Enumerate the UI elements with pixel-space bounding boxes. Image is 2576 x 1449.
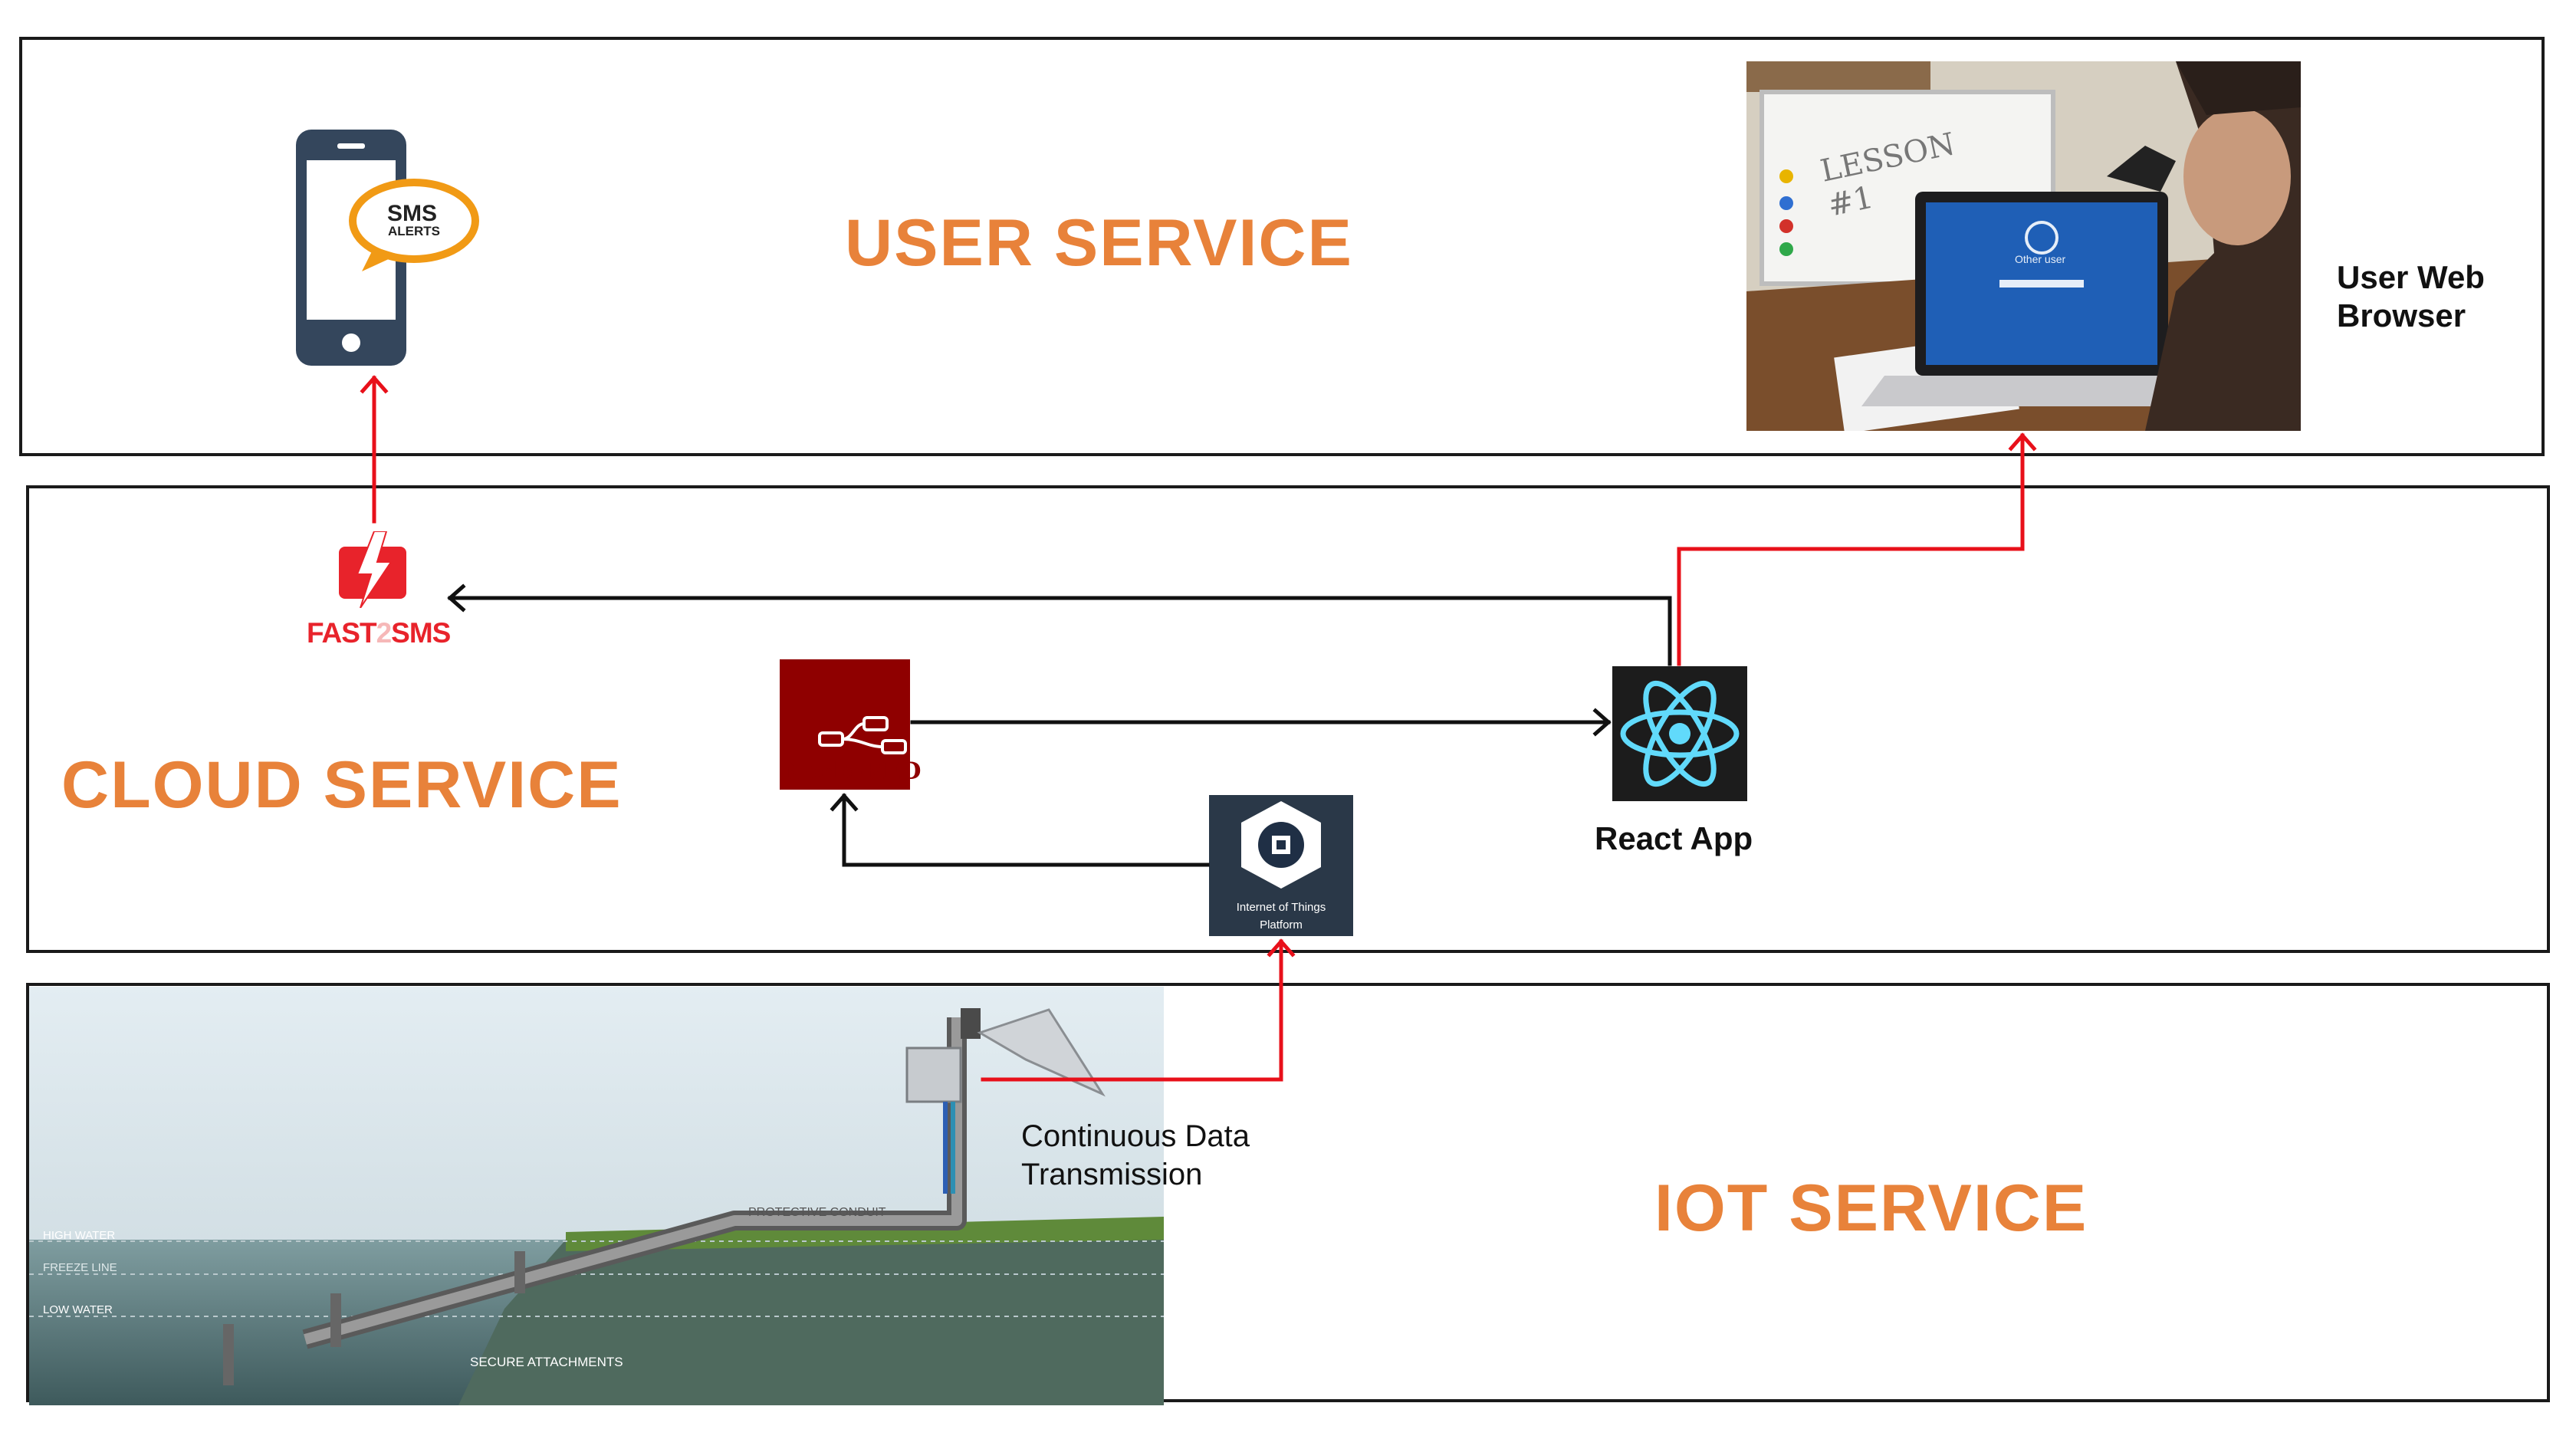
nodered-logo bbox=[780, 659, 910, 790]
iot-service-panel bbox=[26, 983, 2550, 1402]
fast2sms-logo-icon bbox=[339, 531, 406, 608]
iot-platform-line1: Internet of Things bbox=[1236, 901, 1326, 914]
sms-badge-line1: SMS bbox=[387, 201, 438, 226]
iot-service-title: IOT SERVICE bbox=[1654, 1171, 2088, 1245]
nodered-flow-icon bbox=[818, 716, 907, 754]
browser-label-line1: User Web bbox=[2337, 259, 2485, 295]
iot-platform-line2: Platform bbox=[1260, 918, 1303, 932]
sms-alert-bubble-icon bbox=[349, 179, 479, 271]
arrow-react-to-browser bbox=[1677, 433, 2025, 666]
cloud-service-title: CLOUD SERVICE bbox=[61, 748, 623, 822]
arrow-sensor-to-iot bbox=[981, 939, 1283, 1082]
react-logo bbox=[1612, 666, 1747, 801]
react-atom-icon bbox=[1620, 680, 1740, 787]
arrow-react-to-fast2sms bbox=[448, 596, 1672, 666]
laptop-screen-text: Other user bbox=[2015, 253, 2066, 265]
react-app-label: React App bbox=[1595, 820, 1753, 856]
water-sensor-illustration: HIGH WATER FREEZE LINE LOW WATER PROTECT… bbox=[29, 987, 1164, 1405]
user-service-title: USER SERVICE bbox=[845, 206, 1353, 280]
iot-platform-logo: Internet of Things Platform bbox=[1209, 795, 1353, 936]
low-water-label: LOW WATER bbox=[43, 1303, 113, 1316]
transmission-label-line1: Continuous Data bbox=[1021, 1119, 1250, 1153]
secure-attachments-label: SECURE ATTACHMENTS bbox=[470, 1355, 623, 1369]
arrow-iot-to-nodered bbox=[842, 794, 1210, 867]
sms-badge-line2: ALERTS bbox=[388, 224, 440, 238]
transmission-label-line2: Transmission bbox=[1021, 1158, 1203, 1191]
high-water-label: HIGH WATER bbox=[43, 1229, 116, 1242]
fast2sms-part2: 2 bbox=[376, 617, 393, 649]
nodered-label: Node-RED bbox=[784, 757, 922, 785]
user-service-panel bbox=[19, 37, 2545, 456]
freeze-line-label: FREEZE LINE bbox=[43, 1261, 117, 1274]
protective-conduit-label: PROTECTIVE CONDUIT bbox=[748, 1206, 886, 1219]
iot-chip-hexagon-icon bbox=[1241, 801, 1321, 889]
browser-label-line2: Browser bbox=[2337, 297, 2466, 334]
fast2sms-part1: FAST bbox=[307, 617, 377, 649]
fast2sms-wordmark: FAST2SMS bbox=[307, 617, 451, 649]
fast2sms-part3: SMS bbox=[391, 617, 451, 649]
laptop-user-photo: LESSON #1 Other user bbox=[1746, 61, 2301, 431]
